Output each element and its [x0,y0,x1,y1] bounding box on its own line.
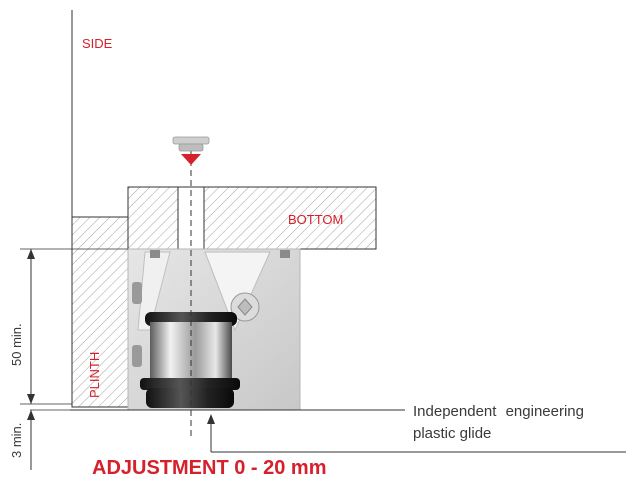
glide-label-line1: Independent engineering [413,403,584,420]
plinth-label: PLINTH [87,351,102,398]
insert-arrow-icon [181,154,201,165]
hex-bolt-icon [230,292,260,322]
bottom-label: BOTTOM [288,212,344,227]
adjustment-title: ADJUSTMENT 0 - 20 mm [92,457,327,479]
cam-insert [172,136,210,152]
dimension-3 [27,410,35,470]
plinth-height-dimension: 50 min. [9,323,24,366]
glide-label-line2: plastic glide [413,425,492,442]
glide-leader [207,414,626,453]
floor-gap-dimension: 3 min. [9,422,24,458]
side-label: SIDE [82,36,113,51]
dimension-50 [20,248,128,405]
glide-foot [140,312,240,408]
